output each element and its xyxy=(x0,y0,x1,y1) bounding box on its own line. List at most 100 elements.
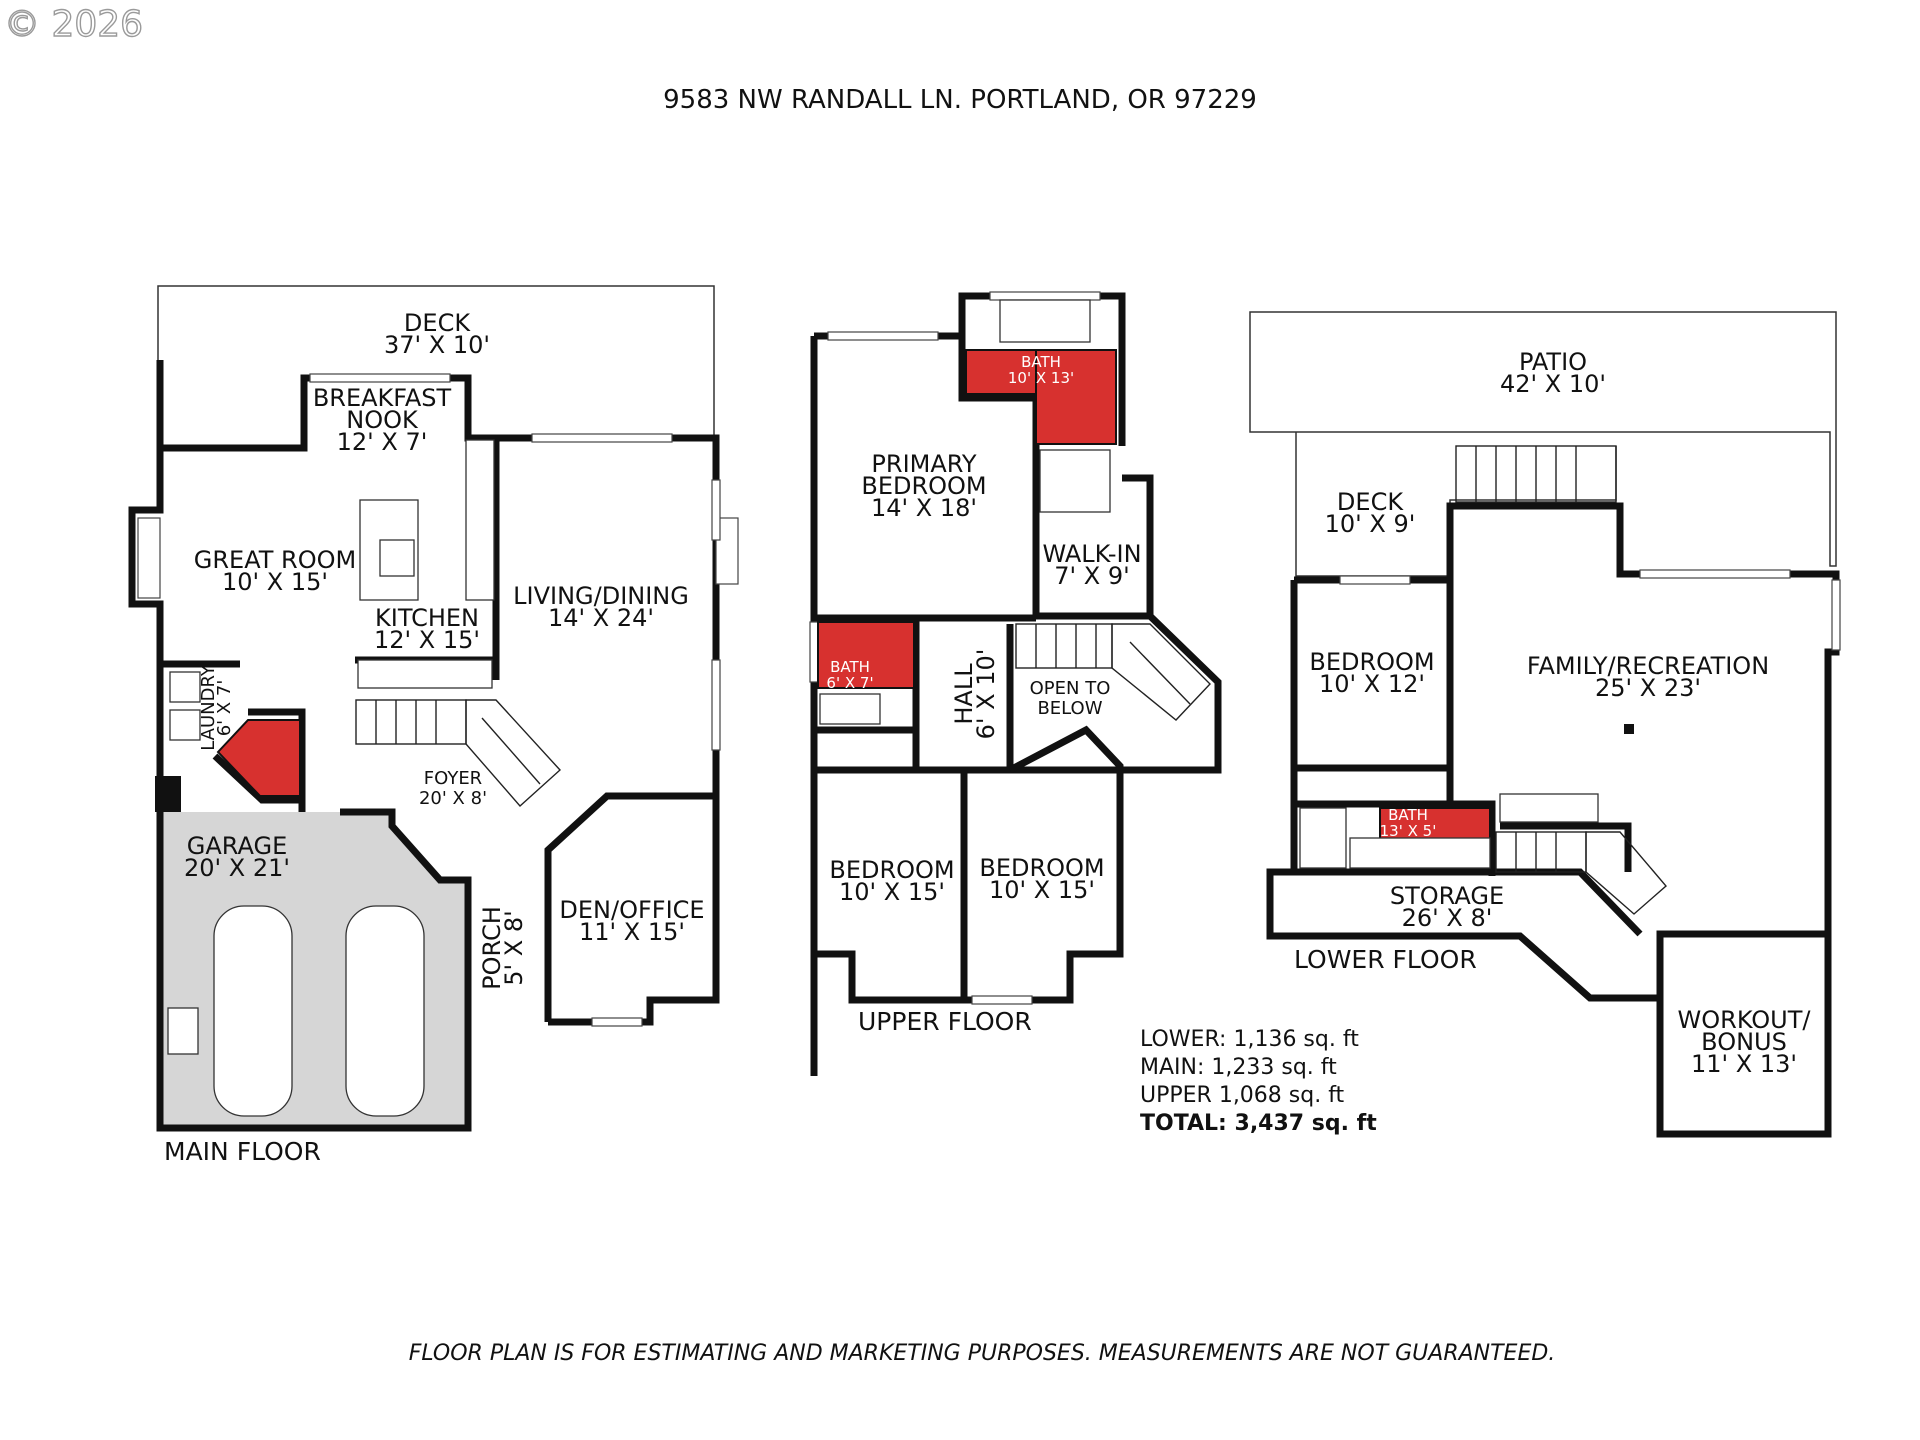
living-side-window-1 xyxy=(711,479,721,541)
bedroom-window xyxy=(1339,575,1411,585)
bedroom-a-north-wall xyxy=(810,730,916,774)
lower-deck-size: 10' X 9' xyxy=(1325,510,1416,538)
family-name: FAMILY/RECREATION xyxy=(1527,652,1769,680)
upper-floor-label: UPPER FLOOR xyxy=(858,1007,1032,1036)
disclaimer: FLOOR PLAN IS FOR ESTIMATING AND MARKETI… xyxy=(409,1341,1556,1366)
primary-bath-window xyxy=(989,291,1101,301)
main-stairs xyxy=(355,699,561,807)
property-address: 9583 NW RANDALL LN. PORTLAND, OR 97229 xyxy=(663,85,1257,115)
kitchen-peninsula xyxy=(357,659,493,689)
svg-text:WALK-IN7' X 9': WALK-IN7' X 9' xyxy=(1042,540,1141,590)
patio-name: PATIO xyxy=(1519,348,1587,376)
workout-name: WORKOUT/ xyxy=(1678,1006,1812,1034)
main-powder-bath xyxy=(216,719,301,797)
wet-bar xyxy=(1499,793,1599,823)
family-size: 25' X 23' xyxy=(1595,674,1701,702)
main-pillar xyxy=(155,776,181,812)
primary-bath-size: 10' X 13' xyxy=(1008,369,1074,387)
lower-floor-label: LOWER FLOOR xyxy=(1294,945,1477,974)
living-side-window-2 xyxy=(711,659,721,751)
hall-bath-name: BATH xyxy=(830,658,870,676)
great-room-name: GREAT ROOM xyxy=(194,546,356,574)
bedroom-b-size: 10' X 15' xyxy=(989,876,1095,904)
bedroom-b-window xyxy=(971,995,1033,1005)
den-window xyxy=(591,1017,643,1027)
bedroom-a-size: 10' X 15' xyxy=(839,878,945,906)
den-name: DEN/OFFICE xyxy=(559,896,704,924)
walkin-name: WALK-IN xyxy=(1042,540,1141,568)
primary-tub xyxy=(999,299,1091,343)
nook-size: 12' X 7' xyxy=(337,428,428,456)
hall-name: HALL xyxy=(950,663,978,725)
bedroom-b-wall xyxy=(964,725,1124,1004)
den-size: 11' X 15' xyxy=(579,918,685,946)
nook-window xyxy=(309,373,451,383)
laundry-size: 6' X 7' xyxy=(214,680,235,737)
patio-size: 42' X 10' xyxy=(1500,370,1606,398)
cooktop xyxy=(379,539,415,577)
lower-bath-name: BATH xyxy=(1388,806,1428,824)
deck-name: DECK xyxy=(404,309,471,337)
sqft-total: TOTAL: 3,437 sq. ft xyxy=(1140,1111,1377,1136)
foyer-name: FOYER xyxy=(424,768,482,789)
porch-name: PORCH xyxy=(478,906,506,990)
porch-size: 5' X 8' xyxy=(500,910,528,985)
workout-size: 11' X 13' xyxy=(1691,1050,1797,1078)
primary-name: PRIMARY xyxy=(871,450,976,478)
lower-deck-name: DECK xyxy=(1337,488,1404,516)
primary-shower xyxy=(1039,449,1111,513)
kitchen-size: 12' X 15' xyxy=(374,626,480,654)
garage-wall xyxy=(156,808,472,1132)
lower-east-wall xyxy=(1294,502,1840,1138)
great-room-size: 10' X 15' xyxy=(222,568,328,596)
lower-tub xyxy=(1299,807,1347,869)
lower-bedroom-name: BEDROOM xyxy=(1309,648,1434,676)
hall-bath-window xyxy=(809,621,819,683)
lower-stairs xyxy=(1455,445,1667,915)
hall-bath-size: 6' X 7' xyxy=(826,674,873,692)
svg-text:HALL6' X 10': HALL6' X 10' xyxy=(950,649,1000,740)
bedroom-a-name: BEDROOM xyxy=(829,856,954,884)
sqft-upper: UPPER 1,068 sq. ft xyxy=(1140,1083,1345,1108)
primary-bath-name: BATH xyxy=(1021,353,1061,371)
kitchen-counter xyxy=(465,439,495,601)
lower-stair-wall xyxy=(1500,822,1632,872)
living-fireplace xyxy=(715,517,739,585)
walkin-size: 7' X 9' xyxy=(1054,562,1129,590)
support-post xyxy=(1624,724,1634,734)
open-name: OPEN TO xyxy=(1030,678,1111,699)
main-deck-outline xyxy=(157,285,715,438)
main-floor-label: MAIN FLOOR xyxy=(164,1137,321,1166)
open-name-2: BELOW xyxy=(1037,698,1102,719)
lower-bedroom-size: 10' X 12' xyxy=(1319,670,1425,698)
primary-name-2: BEDROOM xyxy=(861,472,986,500)
hall-size: 6' X 10' xyxy=(972,649,1000,740)
svg-text:LAUNDRY6' X 7': LAUNDRY6' X 7' xyxy=(198,664,235,751)
lower-bath-size: 13' X 5' xyxy=(1380,822,1437,840)
hall-tub xyxy=(819,693,881,725)
upper-stairs xyxy=(1015,623,1211,721)
garage-cars xyxy=(167,905,425,1117)
primary-window xyxy=(827,331,939,341)
nook-name-2: NOOK xyxy=(346,406,419,434)
